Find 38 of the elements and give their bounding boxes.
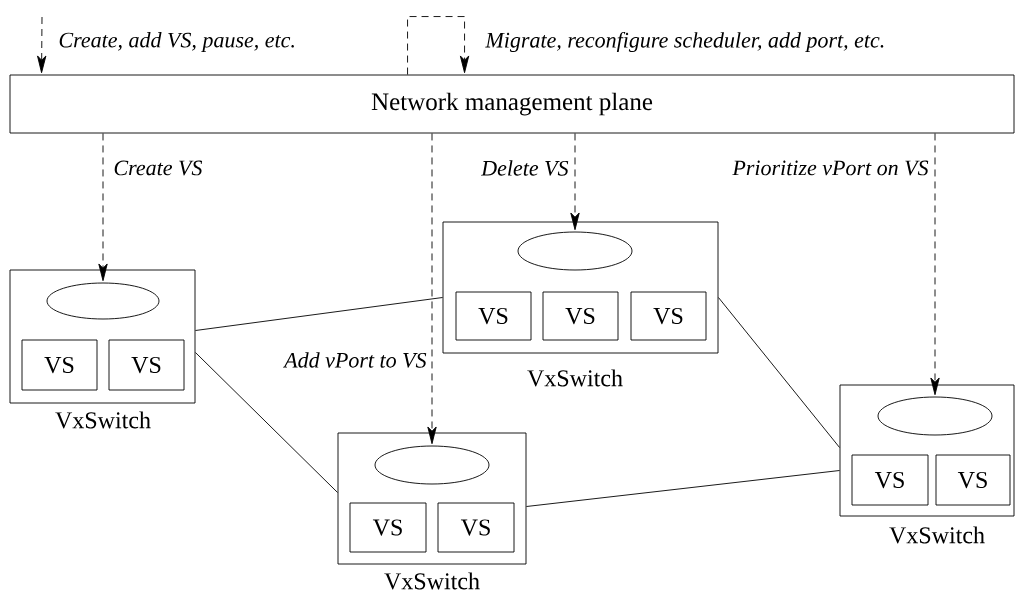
vs-box: VS (630, 291, 707, 341)
switch-box (9, 269, 196, 404)
ellipse-shape (877, 396, 993, 436)
ellipse-shape (374, 445, 490, 485)
edge-label: Create, add VS, pause, etc. (59, 32, 294, 52)
ellipse-shape (517, 231, 633, 271)
vs-box: VS (455, 291, 532, 341)
dashed-arrow (570, 133, 580, 231)
edge-label: Create VS (114, 160, 203, 176)
link-line (526, 470, 840, 507)
vs-box: VS (437, 502, 515, 553)
link-line (718, 297, 840, 448)
switch-caption: VxSwitch (889, 526, 985, 544)
edge-label: Add vPort to VS (283, 352, 427, 368)
dashed-arrow (427, 133, 437, 445)
edge-label: Delete VS (480, 160, 569, 176)
vs-box: VS (935, 454, 1011, 506)
vs-box: VS (542, 291, 619, 341)
switch-box (442, 221, 719, 354)
link-line (195, 297, 443, 331)
vs-box: VS (108, 339, 185, 391)
dashed-arrow (37, 16, 47, 74)
vs-box: VS (349, 502, 427, 553)
dashed-arrow (407, 16, 470, 75)
dashed-arrow (930, 133, 940, 396)
switch-caption: VxSwitch (527, 369, 623, 387)
edge-label: Migrate, reconfigure scheduler, add port, etc. (485, 31, 884, 53)
vs-box: VS (21, 339, 98, 391)
dashed-arrow (98, 133, 108, 282)
switch-caption: VxSwitch (55, 411, 151, 429)
switch-box (839, 384, 1015, 517)
plane-box: Network management plane (9, 74, 1015, 134)
edge-label: Prioritize vPort on VS (732, 160, 929, 176)
switch-caption: VxSwitch (384, 572, 480, 590)
vs-box: VS (851, 454, 929, 506)
link-line (195, 352, 338, 493)
switch-box (337, 432, 527, 565)
ellipse-shape (46, 282, 160, 320)
